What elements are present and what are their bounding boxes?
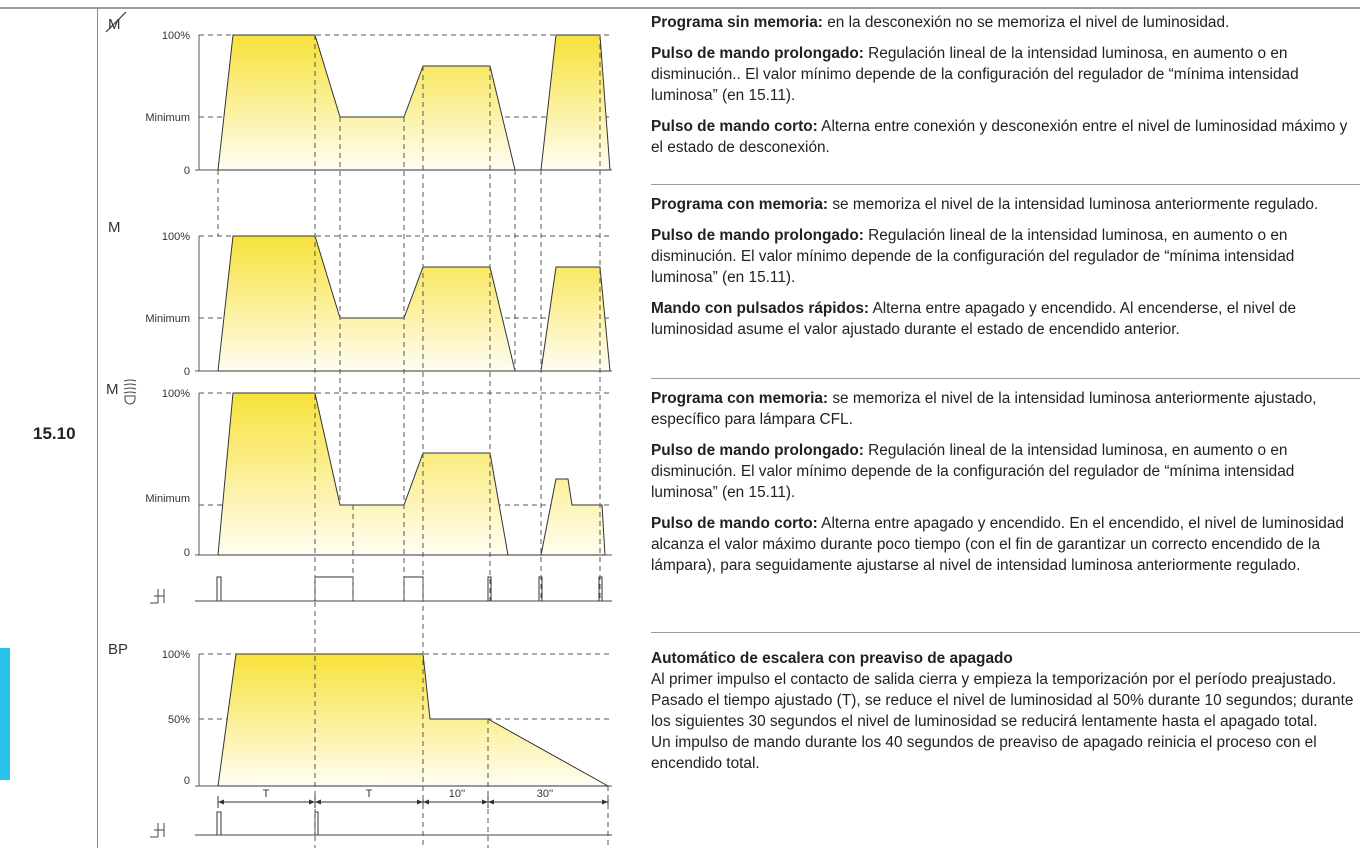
paragraph-text: Regulación lineal de la intensidad lumin… [651, 45, 1299, 104]
section-tab [0, 648, 10, 780]
paragraph-heading: Pulso de mando prolongado: [651, 45, 864, 62]
paragraph-text: Alterna entre conexión y desconexión ent… [651, 118, 1348, 156]
top-rule [0, 7, 1360, 9]
paragraph-text: se memoriza el nivel de la intensidad lu… [828, 196, 1319, 213]
push-button-icon [150, 823, 165, 838]
time-label-t2: T [366, 788, 373, 800]
paragraph-text: Alterna entre apagado y encendido. En el… [651, 515, 1344, 574]
paragraph-heading: Pulso de mando corto: [651, 515, 818, 532]
level-zero-label: 0 [184, 547, 190, 559]
diagram-no-memory: 100% Minimum 0 M [105, 11, 612, 177]
paragraph-heading: Pulso de mando prolongado: [651, 442, 864, 459]
paragraph: Pasado el tiempo ajustado (T), se reduce… [651, 692, 1354, 730]
diagram-memory-cfl: 100% Minimum 0 M [106, 379, 612, 604]
description-memory-cfl: Programa con memoria: se memoriza el niv… [651, 388, 1356, 576]
command-pulse-row [150, 576, 612, 604]
level-100-label: 100% [162, 649, 190, 661]
paragraph: Pulso de mando corto: Alterna entre apag… [651, 513, 1356, 576]
luminosity-curve [217, 653, 610, 787]
paragraph-text: Alterna entre apagado y encendido. Al en… [651, 300, 1297, 338]
mode-symbol-bp: BP [108, 641, 128, 658]
cfl-lamp-icon [123, 379, 137, 405]
luminosity-curve [217, 235, 611, 372]
section-separator [651, 632, 1360, 633]
section-title-text: Automático de escalera con preaviso de a… [651, 650, 1013, 667]
paragraph-text: Regulación lineal de la intensidad lumin… [651, 227, 1295, 286]
level-100-label: 100% [162, 231, 190, 243]
level-100-label: 100% [162, 388, 190, 400]
paragraph-heading: Programa con memoria: [651, 196, 829, 213]
paragraph-text: se memoriza el nivel de la intensidad lu… [651, 390, 1317, 428]
push-button-icon [150, 589, 165, 604]
level-minimum-label: Minimum [145, 313, 190, 325]
timing-diagrams: 100% Minimum 0 M 100% Minimum 0 M 100% M… [105, 11, 612, 848]
paragraph: Al primer impulso el contacto de salida … [651, 671, 1337, 688]
paragraph-text: Regulación lineal de la intensidad lumin… [651, 442, 1295, 501]
description-staircase-bp: Automático de escalera con preaviso de a… [651, 648, 1356, 774]
paragraph: Programa sin memoria: en la desconexión … [651, 12, 1356, 33]
diagram-memory: 100% Minimum 0 M [108, 219, 612, 378]
level-50-label: 50% [168, 714, 190, 726]
section-separator [651, 184, 1360, 185]
diagram-staircase-bp: 100% 50% 0 BP T T 10'' 30'' [108, 641, 612, 838]
level-zero-label: 0 [184, 165, 190, 177]
paragraph: Un impulso de mando durante los 40 segun… [651, 734, 1317, 772]
mode-symbol-cfl: M [106, 381, 119, 398]
time-label-10s: 10'' [449, 788, 465, 800]
luminosity-curve [217, 34, 611, 171]
paragraph: Programa con memoria: se memoriza el niv… [651, 194, 1356, 215]
column-divider [97, 8, 98, 848]
time-label-30s: 30'' [537, 788, 553, 800]
paragraph-heading: Pulso de mando prolongado: [651, 227, 864, 244]
paragraph-heading: Pulso de mando corto: [651, 118, 818, 135]
paragraph: Pulso de mando prolongado: Regulación li… [651, 43, 1356, 106]
section-title: Automático de escalera con preaviso de a… [651, 648, 1356, 669]
description-memory: Programa con memoria: se memoriza el niv… [651, 194, 1356, 340]
paragraph: Pulso de mando prolongado: Regulación li… [651, 225, 1356, 288]
section-number: 15.10 [33, 424, 76, 443]
command-pulse-row [150, 811, 612, 838]
level-minimum-label: Minimum [145, 493, 190, 505]
paragraph-text: en la desconexión no se memoriza el nive… [822, 14, 1230, 31]
level-minimum-label: Minimum [145, 112, 190, 124]
paragraph-heading: Programa con memoria: [651, 390, 829, 407]
paragraph-heading: Programa sin memoria: [651, 14, 823, 31]
paragraph-heading: Mando con pulsados rápidos: [651, 300, 870, 317]
strike-through-icon [105, 11, 127, 33]
level-zero-label: 0 [184, 366, 190, 378]
level-100-label: 100% [162, 30, 190, 42]
level-zero-label: 0 [184, 775, 190, 787]
description-no-memory: Programa sin memoria: en la desconexión … [651, 12, 1356, 158]
event-guide-lines [217, 35, 609, 848]
section-separator [651, 378, 1360, 379]
paragraph: Pulso de mando prolongado: Regulación li… [651, 440, 1356, 503]
paragraph: Programa con memoria: se memoriza el niv… [651, 388, 1356, 430]
luminosity-curve [217, 392, 606, 556]
paragraph: Mando con pulsados rápidos: Alterna entr… [651, 298, 1356, 340]
mode-symbol-memory: M [108, 219, 121, 236]
paragraph: Pulso de mando corto: Alterna entre cone… [651, 116, 1356, 158]
time-label-t1: T [263, 788, 270, 800]
